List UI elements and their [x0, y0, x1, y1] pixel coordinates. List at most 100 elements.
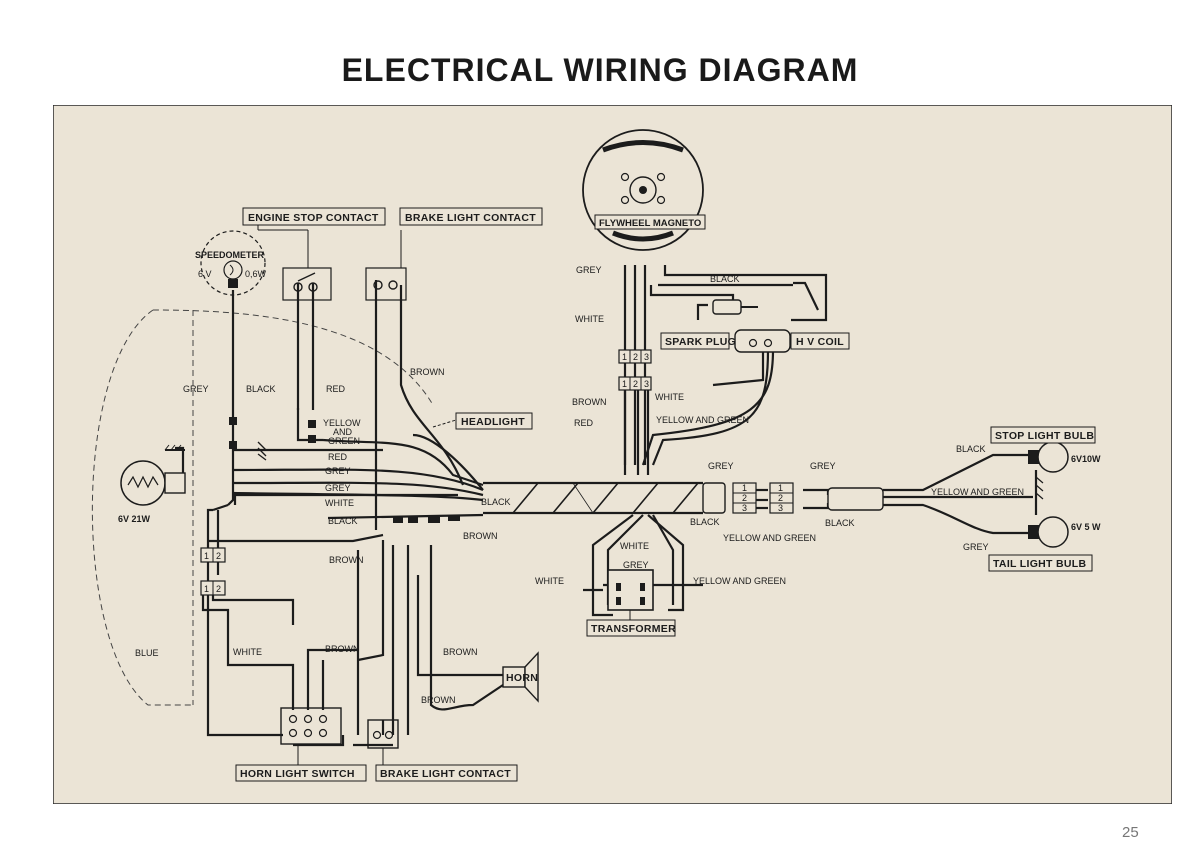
stop-light-bulb: STOP LIGHT BULB 6V10W	[990, 426, 1101, 473]
headlight-label-group: HEADLIGHT	[432, 412, 533, 430]
wire-label-black-conn-right: BLACK	[825, 518, 855, 528]
page-number: 25	[1122, 824, 1139, 841]
wire-label-grey-bundle-1: GREY	[325, 466, 351, 476]
mag-conn-pin-1b: 1	[622, 379, 627, 389]
wire-label-yellow-3: GREEN	[328, 436, 360, 446]
mag-conn-pin-2a: 2	[633, 352, 638, 362]
spark-plug: SPARK PLUG	[660, 299, 758, 350]
brake-light-contact-top: BRAKE LIGHT CONTACT	[365, 207, 543, 301]
speedometer: SPEEDOMETER 6 V 0,6W	[195, 230, 267, 296]
mag-conn-pin-3b: 3	[644, 379, 649, 389]
horn-light-switch-label: HORN LIGHT SWITCH	[240, 768, 355, 780]
tail-bulb-rating: 6V 5 W	[1071, 522, 1101, 532]
tail-light-bulb: TAIL LIGHT BULB 6V 5 W	[988, 516, 1101, 572]
harness-connector-right: 1 2 3	[769, 482, 884, 514]
stop-light-bulb-label: STOP LIGHT BULB	[995, 430, 1094, 442]
conn-right-pin-3: 3	[778, 503, 783, 513]
wire-label-blue: BLUE	[135, 648, 159, 658]
wire-label-yellow-green-tail: YELLOW AND GREEN	[931, 487, 1024, 497]
wire-label-white-magneto-2: WHITE	[655, 392, 684, 402]
wire-label-yellow-1: YELLOW	[323, 418, 361, 428]
wire-label-black-magneto: BLACK	[710, 274, 740, 284]
harness-hatching	[512, 482, 699, 514]
wire-label-grey-left: GREY	[183, 384, 209, 394]
conn-left-pin-3: 3	[742, 503, 747, 513]
headlight-bulb: 6V 21W	[118, 444, 186, 524]
wire-label-black-bundle: BLACK	[328, 516, 358, 526]
wire-label-yellow-2: AND	[333, 427, 353, 437]
wire-label-red-left: RED	[326, 384, 346, 394]
brake-light-contact-top-label: BRAKE LIGHT CONTACT	[405, 212, 536, 224]
speedometer-label: SPEEDOMETER	[195, 250, 265, 260]
engine-stop-contact-label: ENGINE STOP CONTACT	[248, 212, 379, 224]
conn-left-pin-1: 1	[742, 483, 747, 493]
conn-left-pin-2: 2	[742, 493, 747, 503]
mag-conn-pin-2b: 2	[633, 379, 638, 389]
mag-conn-pin-3a: 3	[644, 352, 649, 362]
headlight-label: HEADLIGHT	[461, 416, 525, 428]
loop-conn-b-pin-2: 2	[216, 584, 221, 594]
wire-label-brown-harness: BROWN	[463, 531, 498, 541]
page-title: ELECTRICAL WIRING DIAGRAM	[341, 52, 859, 88]
wire-label-black-conn-left: BLACK	[690, 517, 720, 527]
ground-symbol-left	[257, 441, 267, 461]
speedometer-voltage: 6 V	[198, 269, 212, 279]
conn-right-pin-2: 2	[778, 493, 783, 503]
wire-label-brown-bottom-2: BROWN	[421, 695, 456, 705]
tail-ground-symbol	[1035, 476, 1044, 500]
horn-label: HORN	[506, 672, 538, 684]
flywheel-magneto: FLYWHEEL MAGNETO	[582, 129, 706, 251]
stop-bulb-rating: 6V10W	[1071, 454, 1101, 464]
loop-conn-b-pin-1: 1	[204, 584, 209, 594]
headlight-bulb-rating: 6V 21W	[118, 514, 151, 524]
brake-light-contact-bottom-label: BRAKE LIGHT CONTACT	[380, 768, 511, 780]
hv-coil: H V COIL	[734, 329, 850, 353]
wire-label-red-bundle: RED	[328, 452, 348, 462]
wire-label-black-left: BLACK	[246, 384, 276, 394]
inline-marks	[229, 417, 460, 523]
transformer: TRANSFORMER	[586, 569, 676, 637]
conn-right-pin-1: 1	[778, 483, 783, 493]
wire-label-white-trans-top: WHITE	[620, 541, 649, 551]
wire-label-grey-conn-left: GREY	[708, 461, 734, 471]
wire-label-grey-bundle-2: GREY	[325, 483, 351, 493]
flywheel-magneto-label: FLYWHEEL MAGNETO	[599, 218, 701, 229]
loop-conn-a-pin-1: 1	[204, 551, 209, 561]
transformer-label: TRANSFORMER	[591, 623, 676, 635]
tail-light-bulb-label: TAIL LIGHT BULB	[993, 558, 1086, 570]
magneto-connector: 1 2 3 1 2 3	[618, 349, 652, 391]
wire-label-yellow-green-coil: YELLOW AND GREEN	[656, 415, 749, 425]
wire-label-yellow-green-trans: YELLOW AND GREEN	[693, 576, 786, 586]
horn-light-switch: HORN LIGHT SWITCH	[235, 707, 367, 782]
headlight-housing	[91, 309, 434, 706]
wire-label-white-magneto: WHITE	[575, 314, 604, 324]
wire-label-white-trans-left: WHITE	[535, 576, 564, 586]
wiring	[175, 265, 1065, 747]
wire-label-brown-magneto: BROWN	[572, 397, 607, 407]
brake-light-contact-bottom: BRAKE LIGHT CONTACT	[367, 719, 518, 782]
wire-label-brown-horn: BROWN	[443, 647, 478, 657]
mag-conn-pin-1a: 1	[622, 352, 627, 362]
harness-connector-left: 1 2 3	[702, 482, 757, 514]
loop-connectors: 1 2 1 2	[200, 547, 226, 596]
wire-label-grey-magneto: GREY	[576, 265, 602, 275]
wire-label-white-bottom: WHITE	[233, 647, 262, 657]
wire-label-brown-bottom-1: BROWN	[325, 644, 360, 654]
hv-coil-label: H V COIL	[796, 336, 844, 348]
wire-labels: GREY BLACK RED YELLOW AND GREEN BROWN RE…	[135, 265, 1024, 705]
engine-stop-contact: ENGINE STOP CONTACT	[242, 207, 386, 301]
wire-label-grey-conn-right: GREY	[810, 461, 836, 471]
wire-label-white-bundle: WHITE	[325, 498, 354, 508]
wire-label-black-harness: BLACK	[481, 497, 511, 507]
horn: HORN	[502, 651, 539, 703]
wire-label-yellow-green-conn: YELLOW AND GREEN	[723, 533, 816, 543]
loop-conn-a-pin-2: 2	[216, 551, 221, 561]
wire-label-brown-top: BROWN	[410, 367, 445, 377]
wiring-diagram: FLYWHEEL MAGNETO SPEEDOMETER 6 V 0,6W EN…	[53, 105, 1172, 804]
wire-label-grey-tail: GREY	[963, 542, 989, 552]
spark-plug-label: SPARK PLUG	[665, 336, 736, 348]
speedometer-wattage: 0,6W	[245, 269, 267, 279]
wire-label-black-tail: BLACK	[956, 444, 986, 454]
wire-label-brown-mid: BROWN	[329, 555, 364, 565]
wire-label-grey-trans: GREY	[623, 560, 649, 570]
